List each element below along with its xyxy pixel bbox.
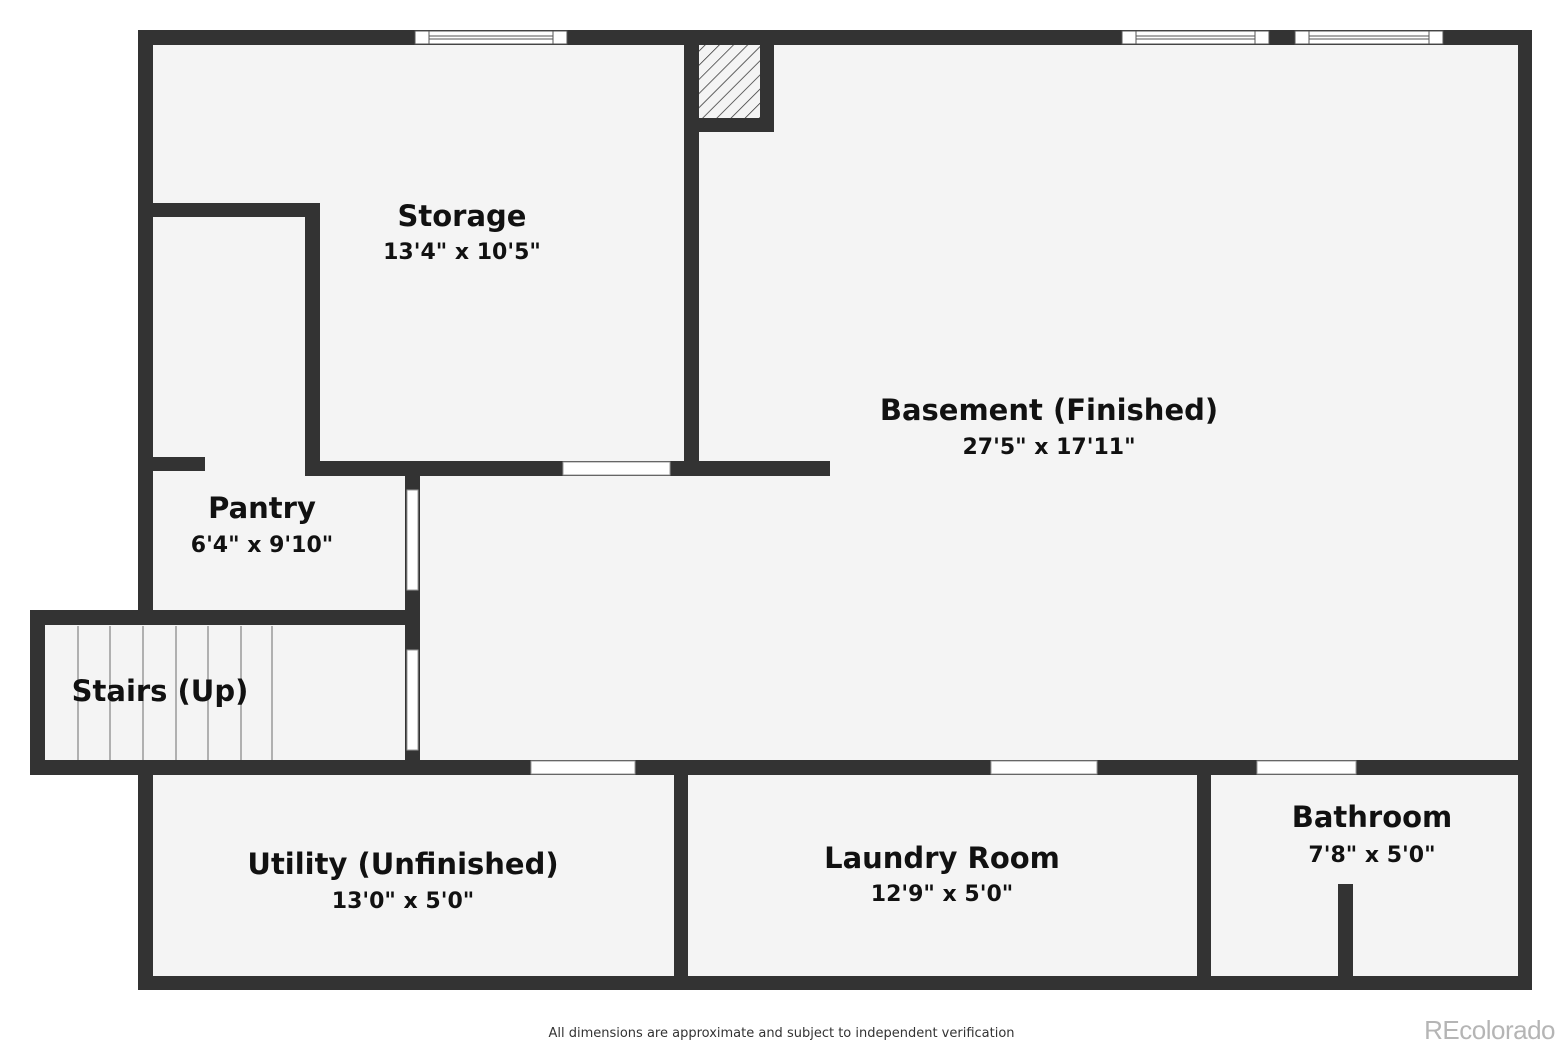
floor-fills bbox=[38, 38, 1525, 983]
stair-treads bbox=[77, 626, 273, 760]
room-dimensions: 12'9" x 5'0" bbox=[871, 882, 1013, 907]
room-laundry: Laundry Room 12'9" x 5'0" bbox=[824, 841, 1060, 907]
room-name: Basement (Finished) bbox=[880, 393, 1218, 427]
room-name: Bathroom bbox=[1292, 800, 1453, 834]
room-dimensions: 13'0" x 5'0" bbox=[332, 889, 474, 914]
room-basement: Basement (Finished) 27'5" x 17'11" bbox=[880, 393, 1218, 460]
room-dimensions: 7'8" x 5'0" bbox=[1308, 843, 1435, 868]
room-utility: Utility (Unfinished) 13'0" x 5'0" bbox=[247, 847, 558, 914]
door-openings bbox=[406, 461, 1357, 775]
room-name: Pantry bbox=[208, 491, 316, 525]
brand-logo: REcolorado bbox=[1424, 1015, 1555, 1045]
room-dimensions: 27'5" x 17'11" bbox=[962, 435, 1135, 460]
chimney-hatch bbox=[699, 45, 760, 118]
room-name: Utility (Unfinished) bbox=[247, 847, 558, 881]
room-dimensions: 6'4" x 9'10" bbox=[191, 533, 333, 558]
room-pantry: Pantry 6'4" x 9'10" bbox=[191, 491, 333, 558]
room-stairs: Stairs (Up) bbox=[72, 674, 249, 708]
windows bbox=[414, 30, 1444, 45]
room-name: Stairs (Up) bbox=[72, 674, 249, 708]
room-dimensions: 13'4" x 10'5" bbox=[383, 240, 541, 265]
disclaimer-text: All dimensions are approximate and subje… bbox=[548, 1026, 1015, 1041]
room-name: Laundry Room bbox=[824, 841, 1060, 875]
room-name: Storage bbox=[398, 199, 527, 233]
room-storage: Storage 13'4" x 10'5" bbox=[383, 199, 541, 265]
room-bathroom: Bathroom 7'8" x 5'0" bbox=[1292, 800, 1453, 868]
